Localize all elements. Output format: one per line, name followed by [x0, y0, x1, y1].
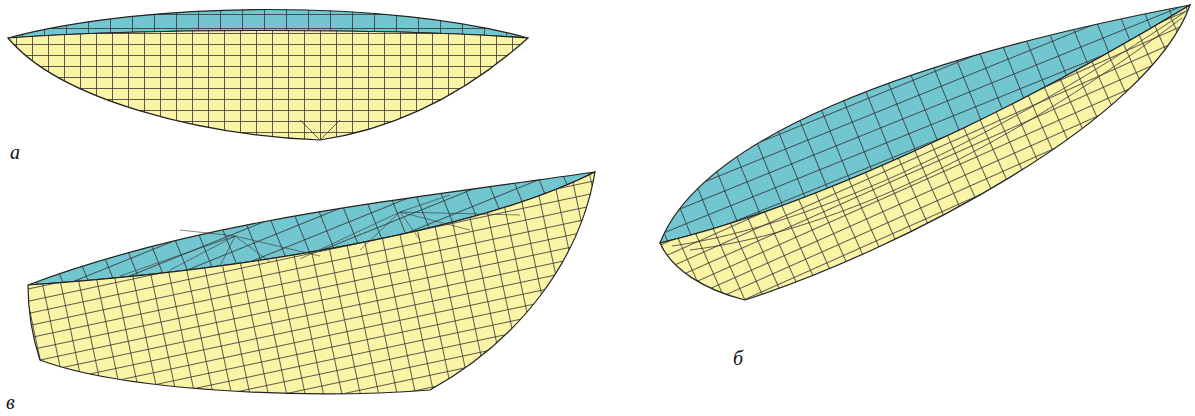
hull-a	[8, 10, 528, 141]
hull-b	[660, 5, 1190, 300]
panel-letter: б	[733, 348, 743, 368]
panel-letter: а	[10, 142, 20, 162]
panel-letter: в	[6, 392, 15, 412]
hull-v	[28, 172, 595, 394]
